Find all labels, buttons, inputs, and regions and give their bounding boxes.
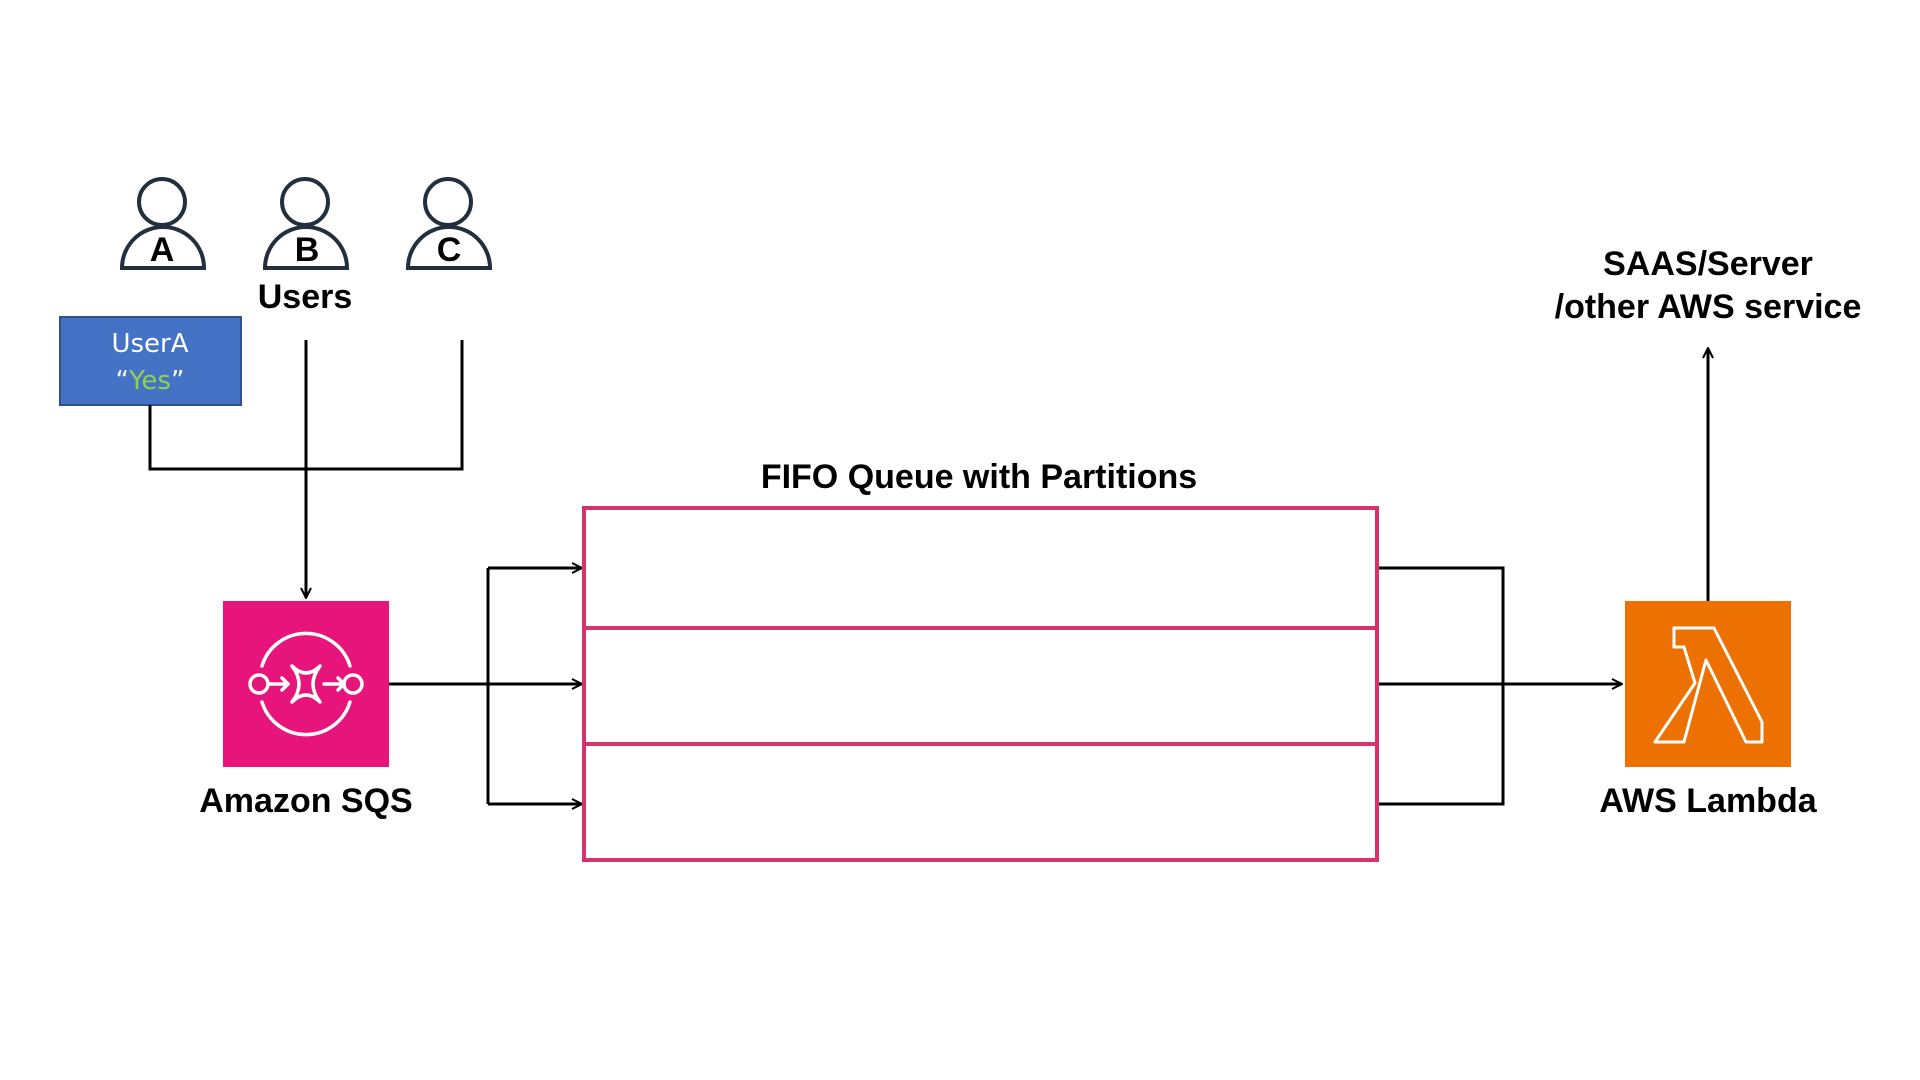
user-c-letter: C [437, 231, 462, 269]
message-box: UserA “Yes” [59, 316, 242, 406]
user-b: B [262, 177, 350, 270]
sqs-label: Amazon SQS [199, 782, 412, 820]
queue-partition-1 [582, 506, 1379, 630]
user-connectors [148, 340, 464, 598]
destination-line-1: SAAS/Server [1603, 245, 1813, 283]
queue-title: FIFO Queue with Partitions [761, 458, 1197, 496]
user-c: C [405, 177, 493, 270]
queue-partition-3 [582, 742, 1379, 862]
lambda-service-tile [1625, 601, 1791, 767]
destination: SAAS/Server /other AWS service [1555, 245, 1862, 326]
queue-to-lambda-connectors [1379, 566, 1622, 806]
lambda-label: AWS Lambda [1599, 782, 1817, 820]
users-label: Users [258, 278, 353, 316]
aws-lambda: AWS Lambda [1599, 601, 1818, 820]
amazon-sqs: Amazon SQS [199, 601, 413, 820]
lambda-icon [1653, 626, 1764, 744]
user-a-letter: A [150, 231, 175, 269]
message-content-word: Yes [128, 366, 171, 396]
user-a-body-icon [119, 225, 207, 270]
fifo-queue: FIFO Queue with Partitions [582, 458, 1379, 862]
user-b-head-icon [280, 177, 330, 227]
sqs-service-tile [223, 601, 389, 767]
user-a: A [119, 177, 207, 270]
user-c-body-icon [405, 225, 493, 270]
message-sender: UserA [111, 329, 188, 359]
user-b-body-icon [262, 225, 350, 270]
message-content: “Yes” [116, 366, 185, 396]
queue-partition-2 [582, 626, 1379, 746]
sqs-queue-icon [248, 631, 364, 737]
destination-line-2: /other AWS service [1555, 288, 1862, 326]
user-c-head-icon [423, 177, 473, 227]
user-b-letter: B [295, 231, 320, 269]
sqs-to-queue-connectors [389, 568, 582, 804]
user-a-head-icon [137, 177, 187, 227]
